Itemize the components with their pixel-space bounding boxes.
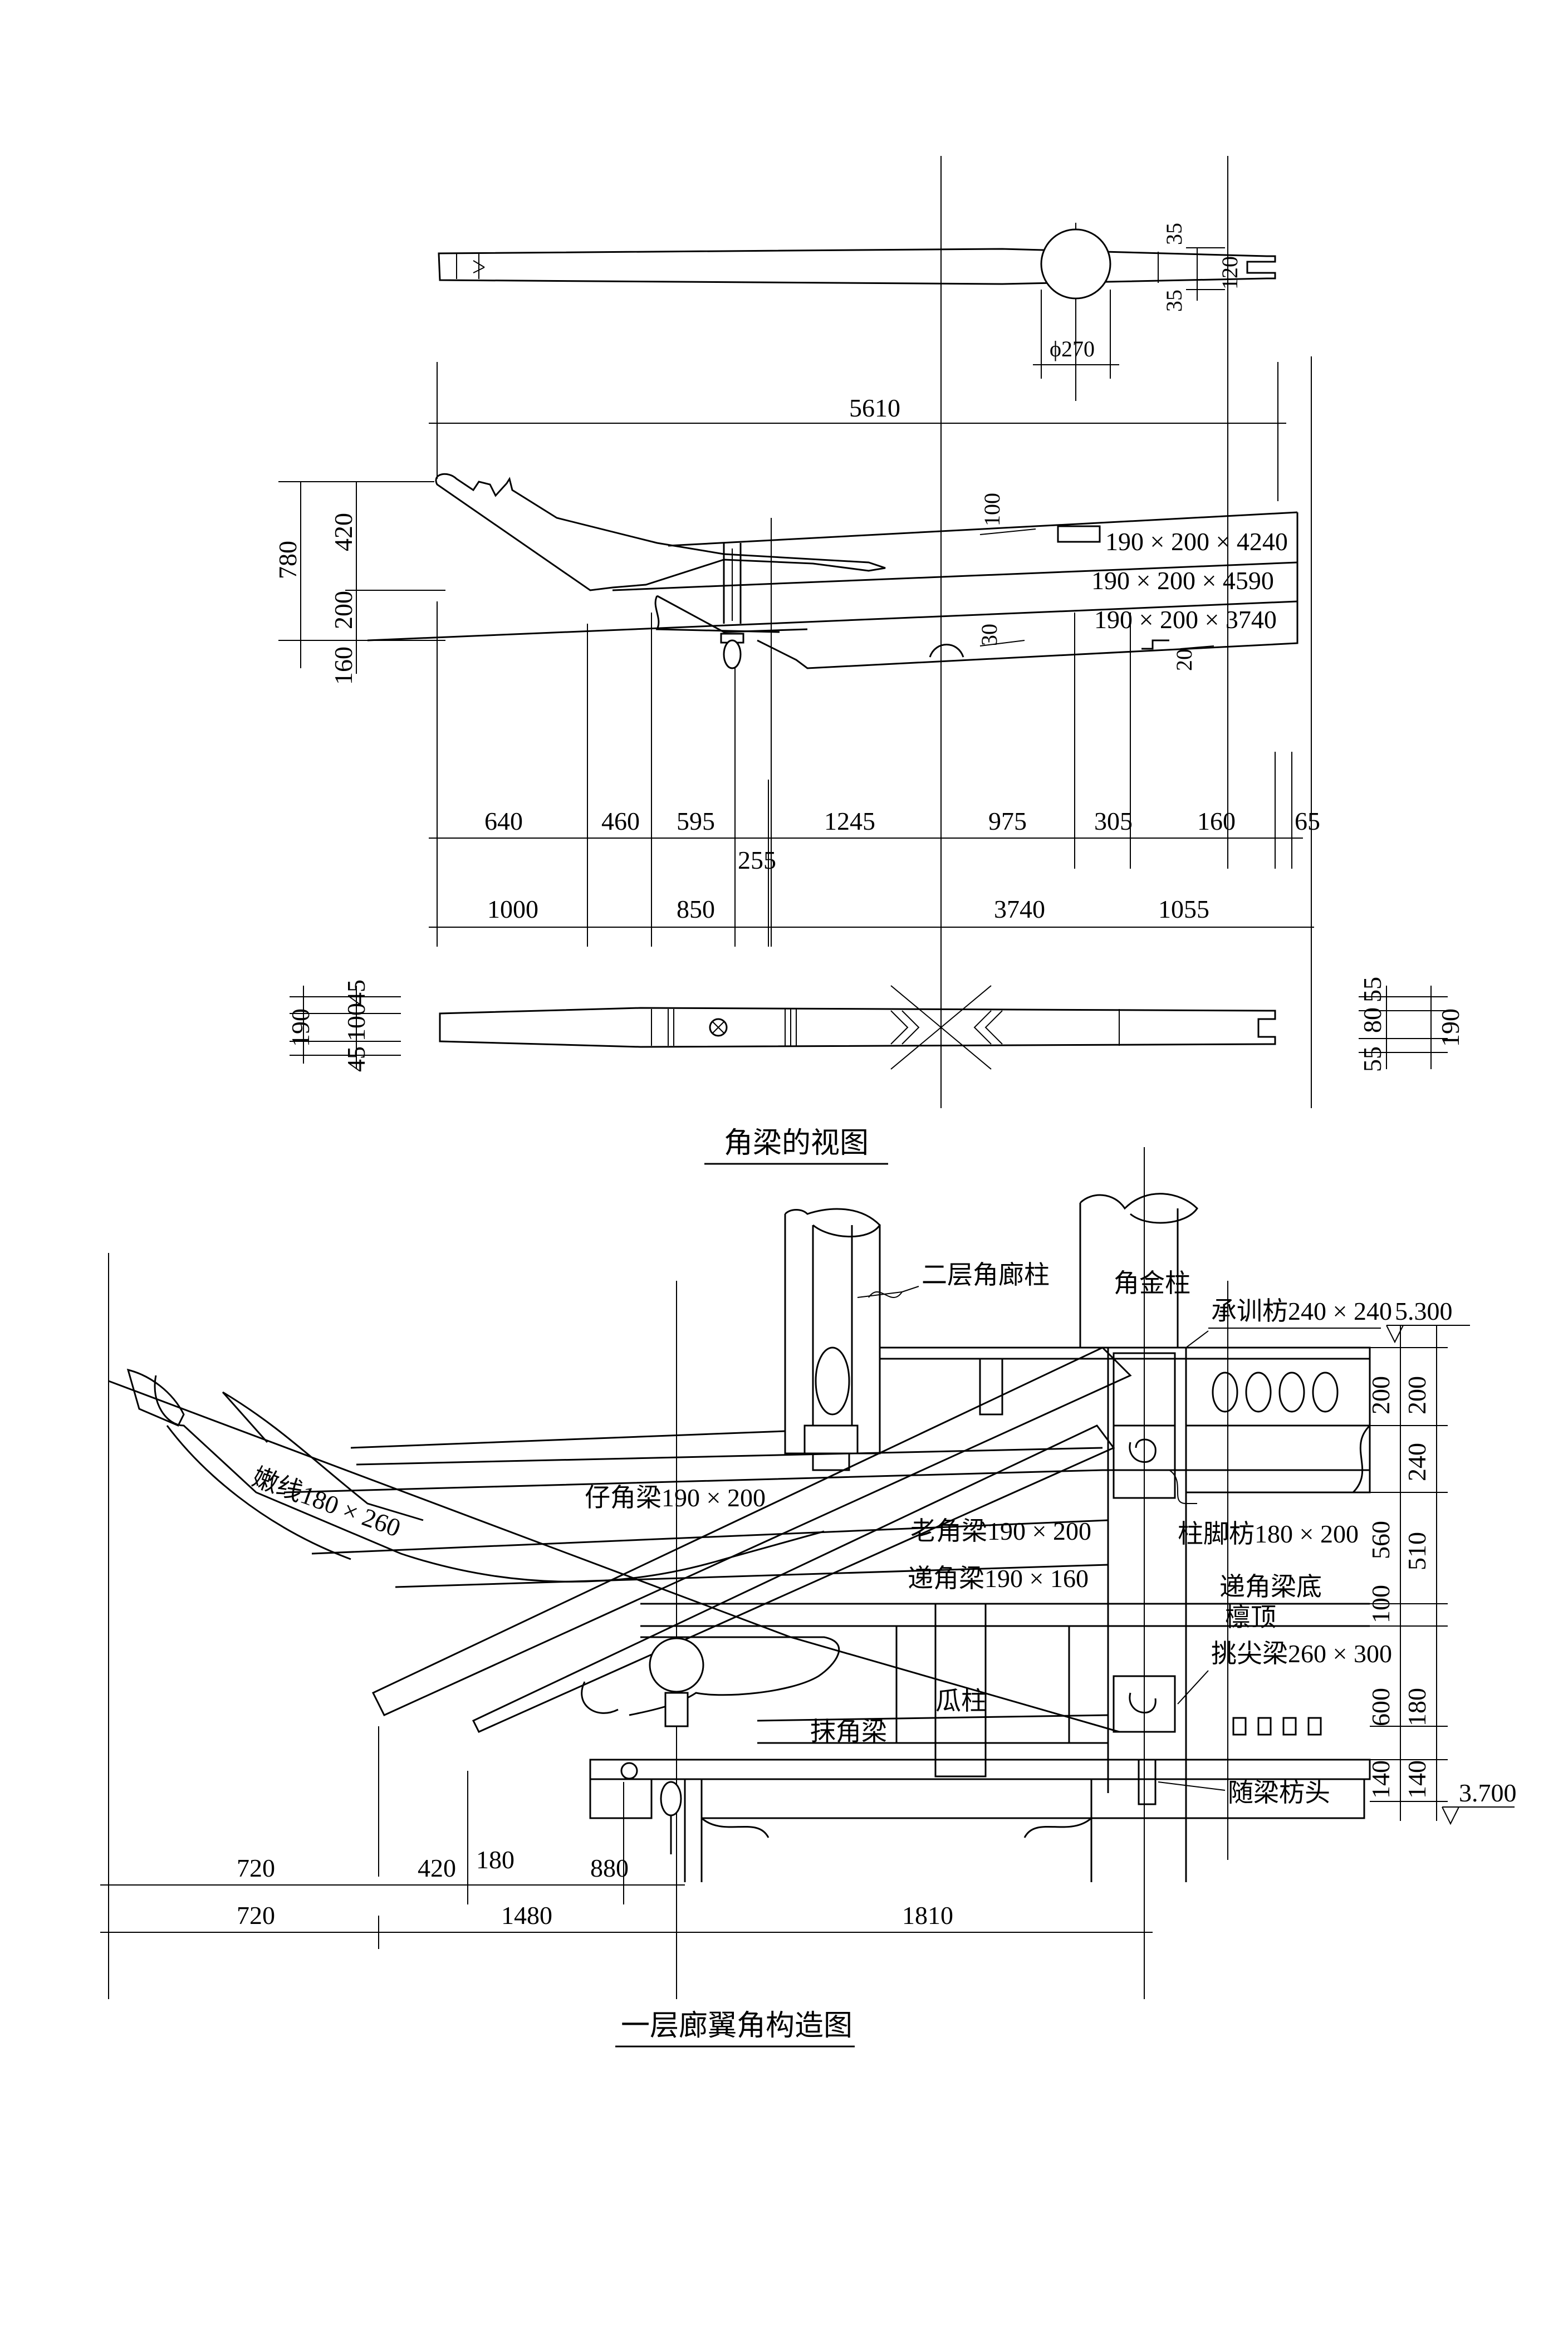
- label-linding: 檩顶: [1225, 1603, 1276, 1632]
- dim-5610: 5610: [849, 394, 900, 422]
- dim-180: 180: [476, 1845, 514, 1874]
- dim-160: 160: [329, 647, 357, 685]
- dim-1245: 1245: [824, 807, 875, 835]
- dim-240: 240: [1403, 1443, 1431, 1481]
- dim-510: 510: [1403, 1532, 1431, 1570]
- dim-30: 30: [977, 624, 1002, 646]
- dim-560: 560: [1366, 1521, 1395, 1559]
- dim-200: 200: [329, 591, 357, 629]
- dim-20: 20: [1172, 649, 1197, 671]
- dim-3740: 3740: [994, 895, 1045, 923]
- dim-200-a: 200: [1403, 1376, 1431, 1414]
- dim-1000: 1000: [487, 895, 538, 923]
- dim-975: 975: [988, 807, 1027, 835]
- dim-120: 120: [1217, 256, 1242, 290]
- dim-140-b: 140: [1403, 1760, 1431, 1799]
- dim-640: 640: [484, 807, 523, 835]
- dim-595: 595: [677, 807, 715, 835]
- dim-420: 420: [418, 1854, 456, 1882]
- dim-45-left-b: 45: [342, 1046, 370, 1072]
- dim-45-left-a: 45: [342, 980, 370, 1005]
- beam-size-4240: 190 × 200 × 4240: [1105, 527, 1288, 556]
- dim-65: 65: [1295, 807, 1320, 835]
- dim-phi-270: ϕ270: [1050, 336, 1095, 361]
- dim-1055: 1055: [1158, 895, 1209, 923]
- dim-55-right-a: 55: [1358, 1046, 1386, 1072]
- dim-720-a: 720: [237, 1854, 275, 1882]
- label-laojiaoliang: 老角梁190 × 200: [910, 1517, 1091, 1545]
- label-dijiaoliang: 递角梁190 × 160: [908, 1564, 1089, 1593]
- dim-140-a: 140: [1366, 1760, 1395, 1799]
- right-dimensions: 200 200 240 560 510 100 600 180 140 140: [1366, 1376, 1431, 1799]
- dim-720-b: 720: [237, 1901, 275, 1930]
- label-chengxunfang: 承训枋240 × 240: [1211, 1297, 1392, 1325]
- dim-200-b: 200: [1366, 1376, 1395, 1414]
- beam-plan-view: 35 120 35 ϕ270: [438, 156, 1312, 1108]
- label-dijiaoliang-di: 递角梁底: [1219, 1573, 1322, 1601]
- label-elev-top: 5.300: [1395, 1297, 1453, 1325]
- dim-1810: 1810: [902, 1901, 953, 1930]
- dim-160: 160: [1197, 807, 1236, 835]
- label-suiliangfangtou: 随梁枋头: [1228, 1779, 1330, 1807]
- label-guazhu: 瓜柱: [935, 1687, 987, 1715]
- dim-row-2: 1000 850 3740 1055: [487, 895, 1209, 923]
- dim-460: 460: [601, 807, 640, 835]
- dim-80-right: 80: [1358, 1007, 1386, 1033]
- bottom-figure-title: 一层廊翼角构造图: [621, 2010, 852, 2042]
- bottom-dim-row-1: 720 420 180 880: [237, 1845, 629, 1882]
- label-corner-column: 角金柱: [1114, 1269, 1190, 1297]
- dim-190-left: 190: [286, 1008, 315, 1047]
- label-tiaojianliang: 挑尖梁260 × 300: [1211, 1639, 1392, 1668]
- dim-55-right-b: 55: [1358, 977, 1386, 1002]
- label-zhujiaofang: 柱脚枋180 × 200: [1178, 1520, 1359, 1548]
- dim-780: 780: [273, 541, 302, 579]
- dim-row-1: 640 460 595 1245 975 305 160 65: [484, 807, 1320, 835]
- dim-100: 100: [1366, 1585, 1395, 1623]
- dim-190-right: 190: [1436, 1008, 1464, 1047]
- beam-elevation-view: 5610 780 420 200 160: [273, 362, 1298, 947]
- dim-35-top: 35: [1162, 223, 1187, 245]
- bottom-dim-row-2: 720 1480 1810: [237, 1901, 953, 1930]
- dim-255: 255: [738, 846, 776, 874]
- label-zijiaoliang: 仔角梁190 × 200: [585, 1483, 766, 1512]
- dim-880: 880: [590, 1854, 629, 1882]
- dim-1480: 1480: [501, 1901, 552, 1930]
- dim-305: 305: [1094, 807, 1133, 835]
- beam-bottom-view: 190 45 100 45 55 80 55 190: [286, 977, 1464, 1072]
- label-column-2f: 二层角廊柱: [922, 1261, 1050, 1289]
- top-dimension-rows: 640 460 595 1245 975 305 160 65 255 1000…: [429, 601, 1320, 947]
- label-mojiaoliang: 抹角梁: [810, 1717, 887, 1746]
- label-nenxian: 嫩线180 × 260: [249, 1462, 405, 1542]
- dim-100-left: 100: [342, 1003, 370, 1041]
- top-figure-title: 角梁的视图: [724, 1128, 869, 1159]
- label-elev-bottom: 3.700: [1459, 1779, 1517, 1807]
- beam-size-4590: 190 × 200 × 4590: [1091, 566, 1274, 595]
- corner-structure-drawing: 二层角廊柱 角金柱 承训枋240 × 240 5.300 柱脚枋180 × 20…: [100, 1147, 1517, 1999]
- dim-420: 420: [329, 513, 357, 551]
- beam-size-3740: 190 × 200 × 3740: [1094, 605, 1277, 634]
- dim-180: 180: [1403, 1688, 1431, 1726]
- dim-850: 850: [677, 895, 715, 923]
- dim-100: 100: [979, 493, 1004, 526]
- dim-35-bottom: 35: [1162, 290, 1187, 312]
- dim-600: 600: [1366, 1688, 1395, 1726]
